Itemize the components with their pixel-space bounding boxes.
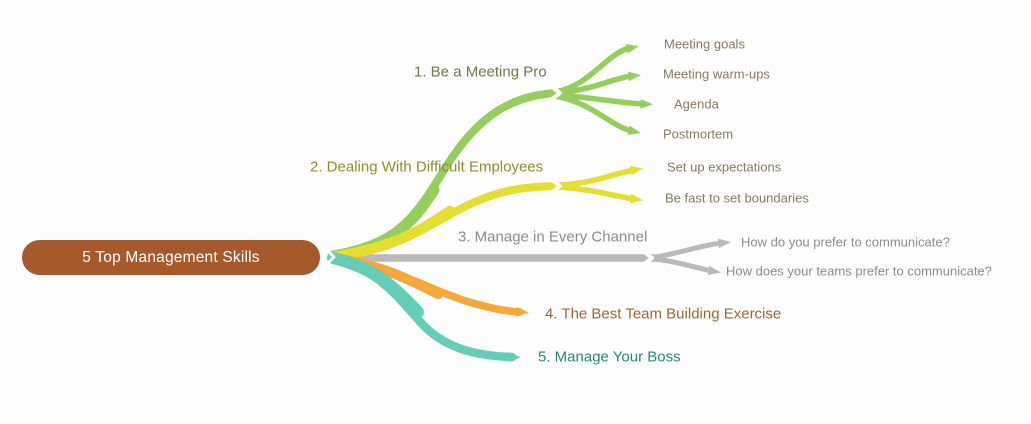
branch-4-path (329, 254, 529, 317)
subtopic-3-2-label[interactable]: How does your teams prefer to communicat… (726, 263, 992, 279)
branch-2-path (329, 182, 568, 261)
subtopic-1-1-label[interactable]: Meeting goals (664, 36, 745, 52)
branch-1-child-2-path (551, 71, 641, 96)
branch-3-child-2-path (653, 256, 721, 276)
subtopic-3-1-label[interactable]: How do you prefer to communicate? (741, 234, 950, 250)
subtopic-2-1-label[interactable]: Set up expectations (667, 159, 782, 175)
chevron-junction-icon (549, 177, 562, 195)
subtopic-2-2-label[interactable]: Be fast to set boundaries (665, 190, 809, 206)
chevron-junction-icon (549, 84, 562, 102)
branch-1-child-4-path (551, 93, 641, 135)
subtopic-1-2-label[interactable]: Meeting warm-ups (663, 66, 770, 82)
branch-5-path (328, 253, 521, 362)
topic-5-label[interactable]: 5. Manage Your Boss (538, 348, 681, 366)
branch-2-child-1-path (555, 165, 643, 188)
branch-2-child-2-path (555, 184, 643, 204)
subtopic-1-4-label[interactable]: Postmortem (663, 126, 734, 142)
topic-2-label[interactable]: 2. Dealing With Difficult Employees (310, 158, 544, 176)
topic-3-label[interactable]: 3. Manage in Every Channel (458, 228, 648, 246)
root-topic-label: 5 Top Management Skills (82, 248, 260, 266)
chevron-root-exit-icon (326, 249, 336, 265)
branch-1-path (329, 89, 564, 260)
chevron-junction-icon (641, 249, 654, 267)
branch-3-child-1-path (653, 238, 731, 260)
root-topic[interactable]: 5 Top Management Skills (22, 240, 320, 275)
subtopic-1-3-label[interactable]: Agenda (674, 96, 719, 112)
topic-4-label[interactable]: 4. The Best Team Building Exercise (545, 305, 782, 323)
topic-1-label[interactable]: 1. Be a Meeting Pro (414, 63, 547, 81)
